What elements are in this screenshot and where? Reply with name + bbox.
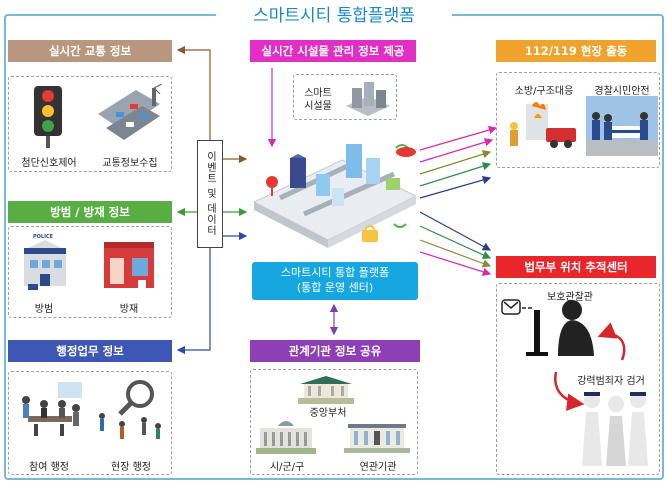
emergency-panel [496, 72, 660, 168]
traffic-item-collect: 교통정보수집 [102, 158, 158, 169]
platform-line1: 스마트시티 통합 플랫폼 [280, 266, 390, 279]
traffic-road-icon [96, 83, 163, 144]
agency-panel [250, 369, 418, 475]
monitoring-officer-icon [500, 296, 596, 360]
admin-item-field: 현장 행정 [111, 462, 151, 473]
related-agency-icon [344, 418, 410, 454]
facility-label-line1: 스마트 [304, 88, 332, 99]
agency-header: 관계기관 정보 공유 [250, 340, 420, 362]
emergency-item-fire: 소방/구조대응 [514, 86, 574, 97]
platform-box: 스마트시티 통합 플랫폼 (통합 운영 센터) [252, 262, 418, 300]
traffic-item-signal: 첨단신호제어 [21, 158, 77, 169]
fire-station-icon [100, 236, 158, 292]
emergency-header: 112/119 현장 출동 [496, 40, 656, 62]
emergency-item-police: 경찰시민안전 [594, 86, 650, 97]
crime-panel [8, 226, 172, 318]
crime-header: 방범 / 방재 정보 [8, 201, 172, 223]
admin-item-participation: 참여 행정 [29, 462, 69, 473]
agency-item-related: 연관기관 [359, 462, 397, 473]
facility-label-line2: 시설물 [304, 101, 332, 112]
traffic-header: 실시간 교통 정보 [8, 40, 172, 62]
crime-item-disaster: 방재 [119, 304, 139, 315]
traffic-light-icon [28, 84, 68, 148]
police-safety-icon [586, 96, 658, 156]
justice-header: 법무부 위치 추적센터 [496, 256, 656, 278]
justice-officer-label: 보호관찰관 [547, 292, 593, 303]
facility-panel [293, 74, 397, 120]
agency-item-local: 시/군/구 [269, 462, 305, 473]
facility-header: 실시간 시설물 관리 정보 제공 [250, 40, 416, 62]
central-office-icon [298, 374, 354, 404]
city-hall-icon [256, 416, 316, 456]
participation-icon [14, 378, 88, 438]
smart-city-illustration [246, 130, 424, 256]
platform-line2: (통합 운영 센터) [296, 281, 374, 294]
agency-item-central: 중앙부처 [309, 408, 347, 419]
police-station-icon [20, 234, 70, 292]
criminal-arrest-icon [578, 386, 652, 470]
admin-panel [8, 371, 172, 475]
crime-item-security: 방범 [34, 304, 54, 315]
fire-rescue-icon [504, 98, 580, 154]
justice-panel [496, 283, 660, 475]
traffic-panel [8, 76, 172, 172]
magnifier-icon [92, 376, 168, 442]
justice-arrest-label: 강력범죄자 검거 [577, 376, 645, 387]
event-data-label: 이벤트 및 데이터 [197, 140, 223, 248]
police-sign: POLICE [33, 234, 54, 240]
admin-header: 행정업무 정보 [8, 340, 172, 362]
smart-facility-icon [342, 78, 394, 116]
diagram-title: 스마트시티 통합플랫폼 [216, 4, 452, 28]
